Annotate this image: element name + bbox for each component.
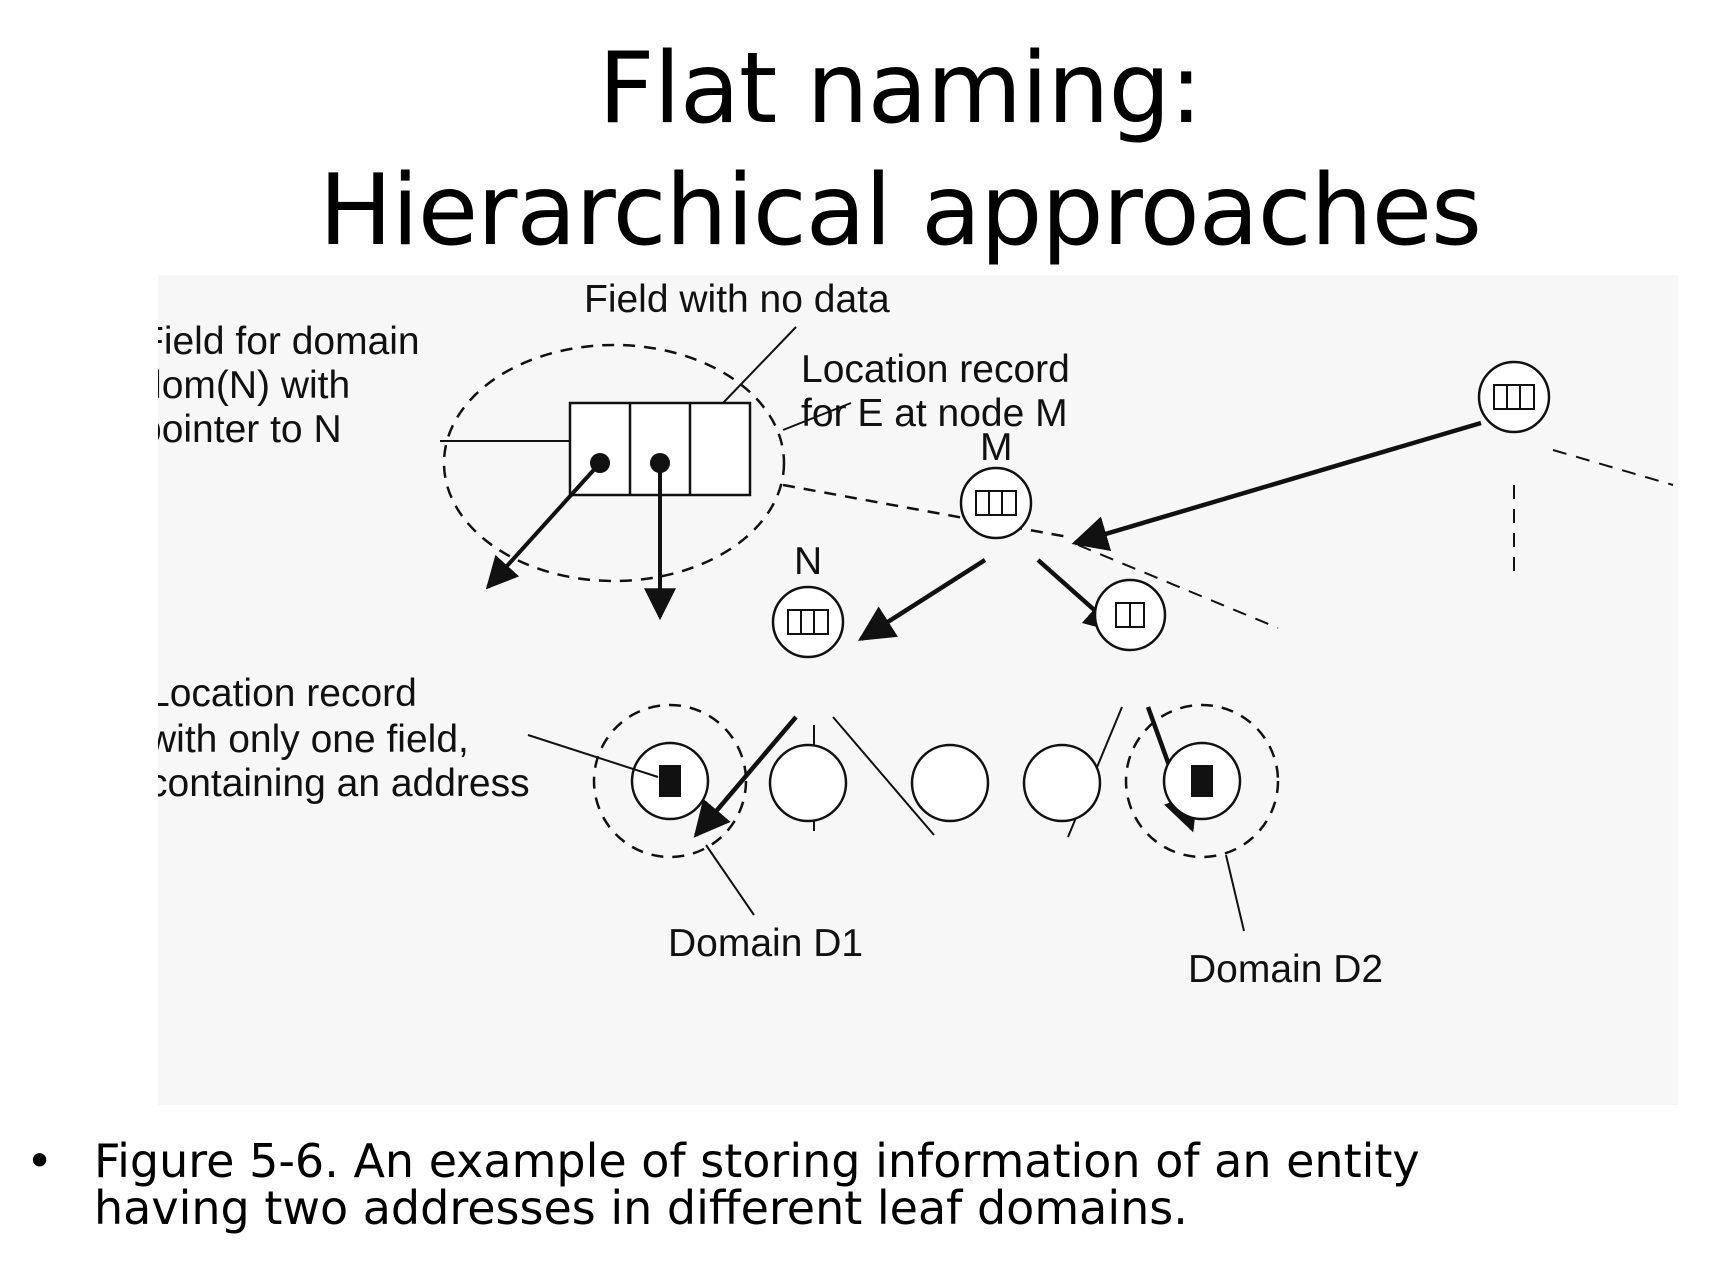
leaf-d2: [1124, 703, 1280, 859]
node-m: [959, 466, 1033, 540]
label-field-no-data: Field with no data: [584, 278, 890, 321]
edge-m-right-dashed: [1077, 544, 1279, 629]
pointer-arrow-1: [485, 461, 602, 590]
label-field-domain-3: pointer to N: [158, 408, 342, 451]
leaf-3: [910, 743, 990, 823]
diagram-background: [158, 275, 1678, 1105]
hierarchy-diagram: Field with no data Field for domain dom(…: [158, 275, 1678, 1105]
callout-domain-d1: [705, 844, 755, 916]
zoom-ellipse: [442, 343, 786, 583]
label-field-domain-2: dom(N) with: [158, 364, 350, 407]
label-one-field-1: Location record: [158, 672, 417, 715]
label-one-field-2: with only one field,: [158, 718, 469, 761]
callout-one-field: [527, 734, 659, 778]
leaf-4: [1022, 743, 1102, 823]
label-location-record-2: for E at node M: [801, 392, 1068, 435]
leaf-d1: [592, 703, 748, 859]
label-node-n: N: [794, 540, 822, 583]
zoomed-record-group: [440, 326, 1069, 621]
leaf-2: [768, 743, 848, 823]
caption-line-1: Figure 5-6. An example of storing inform…: [94, 1134, 1420, 1188]
slide-title-line1: Flat naming:: [598, 32, 1202, 146]
edge-m-to-n: [857, 558, 987, 641]
caption-line-2: having two addresses in different leaf d…: [94, 1181, 1188, 1235]
edge-root-to-m: [1071, 420, 1482, 552]
node-n: [771, 585, 845, 659]
caption-text: Figure 5-6. An example of storing inform…: [94, 1138, 1654, 1232]
label-domain-d1: Domain D1: [668, 922, 863, 965]
node-right: [1093, 578, 1167, 652]
label-node-m: M: [980, 426, 1013, 469]
root-node: [1477, 360, 1551, 434]
label-domain-d2: Domain D2: [1188, 948, 1383, 991]
callout-location-record: [782, 402, 852, 431]
edge-n-to-leaf-3: [832, 716, 935, 836]
label-location-record-1: Location record: [801, 348, 1070, 391]
label-field-domain-1: Field for domain: [158, 320, 420, 363]
label-one-field-3: containing an address: [158, 762, 530, 805]
slide-title-line2: Hierarchical approaches: [318, 154, 1482, 268]
edge-root-right-dashed: [1552, 449, 1674, 486]
callout-domain-d2: [1225, 854, 1245, 932]
callout-field-no-data: [722, 326, 797, 404]
bullet-point: •: [26, 1134, 54, 1188]
